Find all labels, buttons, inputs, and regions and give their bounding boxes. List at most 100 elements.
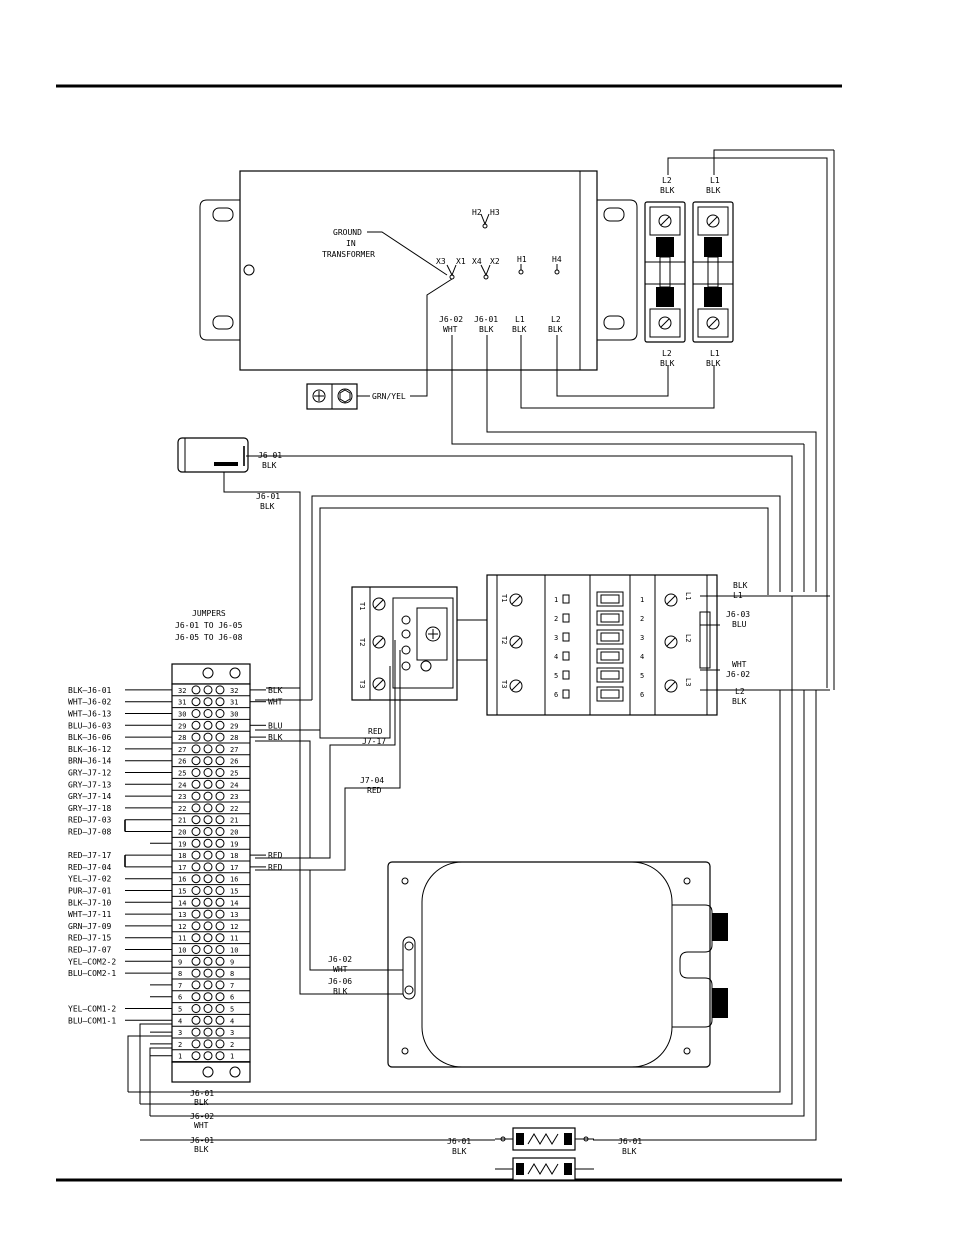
terminal-number-left: 3 bbox=[178, 1029, 182, 1037]
motor-label-blk: BLK bbox=[333, 987, 348, 996]
aux-contact bbox=[596, 629, 624, 645]
contactor-t3: T3 bbox=[500, 680, 508, 688]
contactor-label-l2: L2 bbox=[735, 687, 745, 696]
bottom-wire-1-bottom: BLK bbox=[194, 1098, 209, 1107]
terminal-left-label: YEL—COM1-2 bbox=[68, 1005, 116, 1014]
transformer-wire-1-bottom: WHT bbox=[443, 325, 458, 334]
terminal-number-left: 10 bbox=[178, 947, 186, 955]
terminal-right-label: RED bbox=[268, 863, 283, 872]
terminal-left-label: BLU—J6-03 bbox=[68, 721, 112, 730]
power-switch: J6-01 BLK J6-01 BLK bbox=[177, 437, 282, 511]
ground-label-line-2: IN bbox=[346, 239, 356, 248]
bottom-connector: J6-01 BLK J6-01 BLK bbox=[447, 1127, 642, 1181]
terminal-left-label: WHT—J7-11 bbox=[68, 910, 112, 919]
aux-contact bbox=[596, 667, 624, 683]
aux-number-right: 2 bbox=[640, 615, 644, 623]
terminal-number-right: 7 bbox=[230, 982, 234, 990]
terminal-left-label: YEL—J7-02 bbox=[68, 875, 112, 884]
terminal-number-left: 16 bbox=[178, 876, 186, 884]
terminal-number-right: 2 bbox=[230, 1041, 234, 1049]
terminal-number-left: 25 bbox=[178, 770, 186, 778]
terminal-number-left: 23 bbox=[178, 793, 186, 801]
terminal-number-left: 31 bbox=[178, 699, 186, 707]
terminal-number-right: 26 bbox=[230, 758, 238, 766]
transformer-wire-2-top: J6-01 bbox=[474, 315, 498, 324]
terminal-number-left: 4 bbox=[178, 1017, 182, 1025]
aux-contact bbox=[596, 610, 624, 626]
terminal-left-label: BLU—COM2-1 bbox=[68, 969, 116, 978]
terminal-number-right: 23 bbox=[230, 793, 238, 801]
aux-number-right: 6 bbox=[640, 691, 644, 699]
terminal-left-label: BLK—J6-06 bbox=[68, 733, 112, 742]
terminal-left-label: GRY—J7-13 bbox=[68, 780, 112, 789]
jumpers-line-1: J6-01 TO J6-05 bbox=[175, 621, 243, 630]
terminal-number-left: 13 bbox=[178, 911, 186, 919]
terminal-number-left: 27 bbox=[178, 746, 186, 754]
bottom-fuse-right-bottom: BLK bbox=[622, 1147, 637, 1156]
transformer: GROUND IN TRANSFORMER X3 X1 X4 X2 H1 H4 … bbox=[199, 170, 638, 371]
terminal-number-left: 24 bbox=[178, 781, 186, 789]
terminal-number-right: 13 bbox=[230, 911, 238, 919]
terminal-number-right: 14 bbox=[230, 899, 238, 907]
terminal-number-left: 17 bbox=[178, 864, 186, 872]
terminal-left-label: GRY—J7-18 bbox=[68, 804, 112, 813]
terminal-number-left: 6 bbox=[178, 994, 182, 1002]
terminal-number-left: 2 bbox=[178, 1041, 182, 1049]
transformer-body bbox=[239, 170, 598, 371]
jumpers-note: JUMPERS J6-01 TO J6-05 J6-05 TO J6-08 bbox=[175, 609, 243, 642]
overload-wire-red-2: RED bbox=[367, 786, 382, 795]
terminal-left-label: RED—J7-17 bbox=[68, 851, 112, 860]
bottom-fuse-left-bottom: BLK bbox=[452, 1147, 467, 1156]
terminal-number-right: 30 bbox=[230, 711, 238, 719]
transformer-wire-1-top: J6-02 bbox=[439, 315, 463, 324]
aux-number-right: 1 bbox=[640, 596, 644, 604]
terminal-number-right: 16 bbox=[230, 876, 238, 884]
aux-number-right: 3 bbox=[640, 634, 644, 642]
terminal-left-label: RED—J7-03 bbox=[68, 816, 112, 825]
terminal-right-label: WHT bbox=[268, 698, 283, 707]
terminal-number-left: 32 bbox=[178, 687, 186, 695]
terminal-row-10: 10 10 bbox=[172, 945, 250, 956]
terminal-h3: H3 bbox=[490, 208, 500, 217]
overload-wire-red: RED bbox=[368, 727, 383, 736]
terminal-number-right: 3 bbox=[230, 1029, 234, 1037]
terminal-left-label: RED—J7-04 bbox=[68, 863, 112, 872]
terminal-number-left: 5 bbox=[178, 1006, 182, 1014]
terminal-number-right: 25 bbox=[230, 770, 238, 778]
transformer-wire-4-top: L2 bbox=[551, 315, 561, 324]
terminal-number-right: 12 bbox=[230, 923, 238, 931]
contactor-label-blk: BLK bbox=[733, 581, 748, 590]
fuse-l2-top-wire: BLK bbox=[660, 186, 675, 195]
fuse-l1-top-wire: BLK bbox=[706, 186, 721, 195]
terminal-left-label: RED—J7-08 bbox=[68, 828, 112, 837]
motor-label-j602: J6-02 bbox=[328, 955, 352, 964]
terminal-number-left: 8 bbox=[178, 970, 182, 978]
terminal-x2: X2 bbox=[490, 257, 500, 266]
terminal-number-right: 10 bbox=[230, 947, 238, 955]
aux-number-left: 6 bbox=[554, 691, 558, 699]
overload-wire-j717: J7-17 bbox=[362, 737, 386, 746]
ground-wire-label: GRN/YEL bbox=[372, 392, 406, 401]
bottom-wire-labels: J6-01 BLK J6-02 WHT J6-01 BLK bbox=[190, 1089, 214, 1154]
terminal-number-right: 31 bbox=[230, 699, 238, 707]
aux-contact bbox=[596, 686, 624, 702]
aux-number-left: 2 bbox=[554, 615, 558, 623]
terminal-left-label: WHT—J6-13 bbox=[68, 710, 112, 719]
terminal-left-label: RED—J7-15 bbox=[68, 934, 112, 943]
terminal-left-label: GRN—J7-09 bbox=[68, 922, 112, 931]
